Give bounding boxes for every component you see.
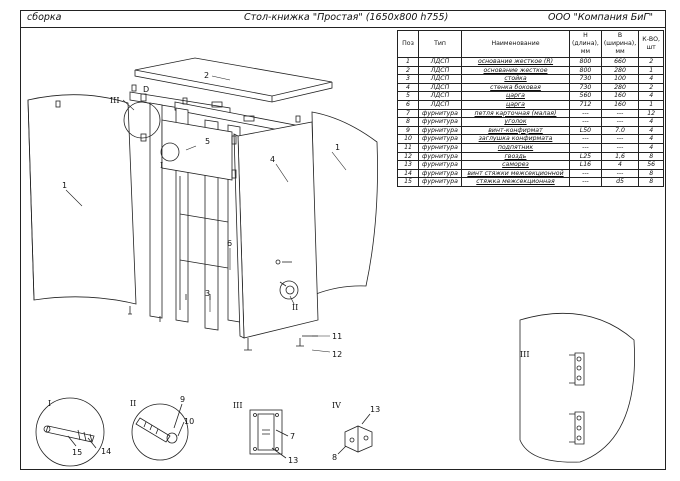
callout-1a: 1 (62, 181, 67, 190)
callout-9: 9 (180, 395, 185, 404)
callout-14: 14 (101, 447, 111, 456)
col-type: Тип (418, 30, 462, 58)
cell-qty: 8 (638, 177, 665, 187)
part-top-board (134, 57, 333, 103)
detail-iii-large-title: III (520, 350, 529, 359)
callout-8: 8 (332, 453, 337, 462)
detail-ii-title: II (130, 399, 136, 408)
part-frame (129, 91, 301, 331)
part-right-leaf (311, 111, 378, 295)
cell-width: d5 (600, 177, 640, 187)
spec-table: Поз Тип Наименование Н (длина), мм В (ши… (397, 30, 665, 187)
col-length: Н (длина), мм (569, 30, 602, 58)
detail-i (35, 397, 105, 467)
detail-circle-ii (279, 280, 299, 300)
part-side-wall (233, 121, 319, 339)
leader-lines (65, 75, 347, 353)
callout-ii-main: II (292, 303, 298, 312)
callout-10: 10 (184, 417, 194, 426)
callout-1b: 1 (335, 143, 340, 152)
callout-12: 12 (332, 350, 342, 359)
detail-circle-iii (123, 101, 161, 139)
detail-iii-small (249, 409, 289, 459)
header-left: сборка (27, 12, 62, 23)
detail-ii (131, 403, 189, 461)
col-qty: К-ВО, шт (638, 30, 665, 58)
detail-circle-i (160, 142, 180, 162)
callout-3: 3 (205, 289, 210, 298)
callout-7: 7 (290, 432, 295, 441)
detail-iii-title: III (233, 401, 242, 410)
callout-13a: 13 (288, 456, 298, 465)
callout-15: 15 (72, 448, 82, 457)
callout-5: 5 (205, 137, 210, 146)
detail-iii-large (519, 312, 635, 463)
drawing-sheet (20, 10, 666, 470)
header-divider (20, 27, 666, 28)
col-width: В (ширина), мм (600, 30, 640, 58)
callout-2: 2 (204, 71, 209, 80)
callout-i-main: I (160, 161, 163, 170)
callout-4: 4 (270, 155, 275, 164)
col-name: Наименование (461, 30, 570, 58)
callout-d: D (143, 85, 149, 94)
callout-13b: 13 (370, 405, 380, 414)
callout-6: 6 (227, 239, 232, 248)
callout-iii-main: III (110, 96, 119, 105)
spec-header-row: Поз Тип Наименование Н (длина), мм В (ши… (397, 30, 665, 58)
detail-iv-title: IV (332, 401, 341, 410)
part-left-leaf (27, 94, 137, 305)
header-company: ООО "Компания БиГ" (548, 12, 654, 23)
detail-i-title: I (48, 399, 51, 408)
cell-name: стяжка межсекционная (461, 177, 570, 187)
header-title: Стол-книжка "Простая" (1650х800 h755) (244, 12, 449, 23)
detail-iv (337, 413, 373, 455)
callout-11: 11 (332, 332, 342, 341)
